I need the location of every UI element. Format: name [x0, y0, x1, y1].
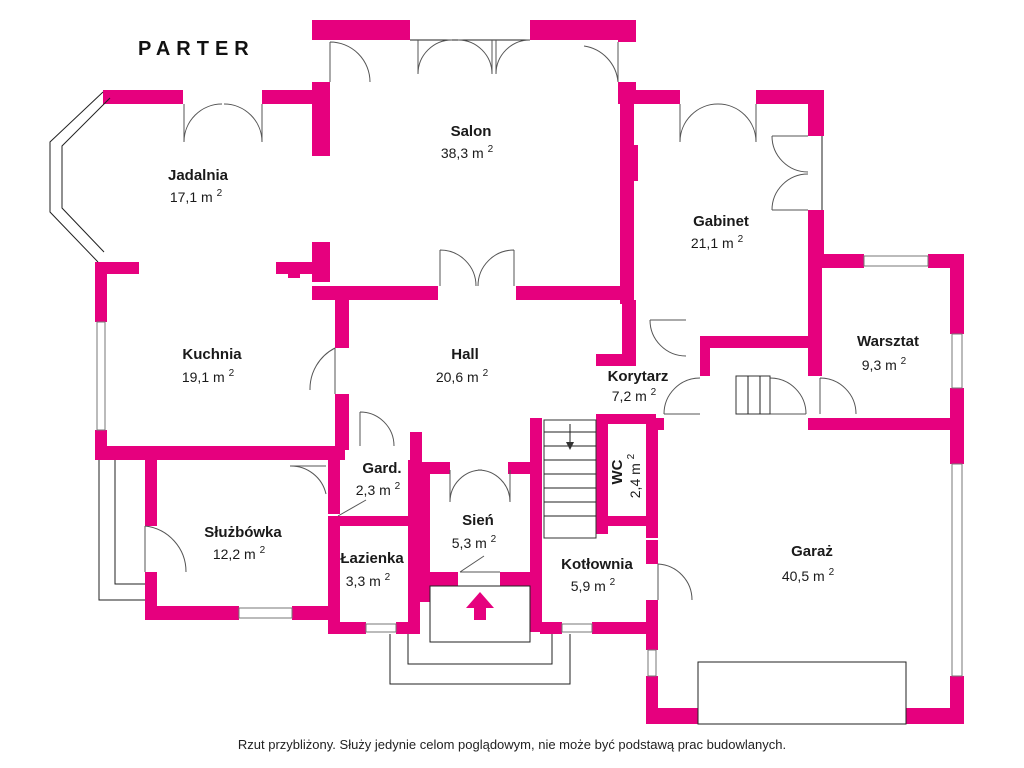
- room-name-kotlownia: Kotłownia: [561, 556, 633, 573]
- room-area-gabinet: 21,1 m 2: [691, 234, 744, 251]
- room-name-wc: WC: [609, 459, 626, 484]
- room-area-kotlownia: 5,9 m 2: [571, 577, 616, 594]
- walls: [95, 20, 964, 724]
- room-name-salon: Salon: [451, 123, 492, 140]
- room-labels: Salon 38,3 m 2 Jadalnia 17,1 m 2 Gabinet…: [168, 123, 919, 594]
- windows-and-lines: [49, 39, 963, 725]
- room-area-warsztat: 9,3 m 2: [862, 356, 907, 373]
- room-area-gard: 2,3 m 2: [356, 481, 401, 498]
- entrance-arrow-icon: [466, 592, 494, 620]
- room-area-sluzbowka: 12,2 m 2: [213, 545, 266, 562]
- disclaimer-note: Rzut przybliżony. Służy jedynie celom po…: [237, 737, 787, 752]
- room-name-gard: Gard.: [362, 460, 401, 477]
- room-name-korytarz: Korytarz: [608, 368, 669, 385]
- staircase: [543, 375, 771, 539]
- room-name-jadalnia: Jadalnia: [168, 167, 229, 184]
- plan-title: PARTER: [138, 38, 255, 60]
- room-area-kuchnia: 19,1 m 2: [182, 368, 235, 385]
- room-area-garaz: 40,5 m 2: [782, 567, 835, 584]
- room-name-warsztat: Warsztat: [857, 333, 919, 350]
- room-area-korytarz: 7,2 m 2: [612, 387, 657, 404]
- room-name-sien: Sień: [462, 512, 494, 529]
- room-name-hall: Hall: [451, 346, 479, 363]
- room-name-sluzbowka: Służbówka: [204, 524, 282, 541]
- room-label-wc: WC 2,4 m 2: [609, 453, 643, 498]
- doors: [144, 39, 857, 601]
- room-name-kuchnia: Kuchnia: [182, 346, 242, 363]
- room-area-hall: 20,6 m 2: [436, 368, 489, 385]
- room-name-gabinet: Gabinet: [693, 213, 749, 230]
- room-area-lazienka: 3,3 m 2: [346, 572, 391, 589]
- room-area-sien: 5,3 m 2: [452, 534, 497, 551]
- room-name-garaz: Garaż: [791, 543, 833, 560]
- room-area-salon: 38,3 m 2: [441, 144, 494, 161]
- room-area-jadalnia: 17,1 m 2: [170, 188, 223, 205]
- room-area-wc: 2,4 m 2: [626, 453, 643, 498]
- room-name-lazienka: Łazienka: [340, 550, 404, 567]
